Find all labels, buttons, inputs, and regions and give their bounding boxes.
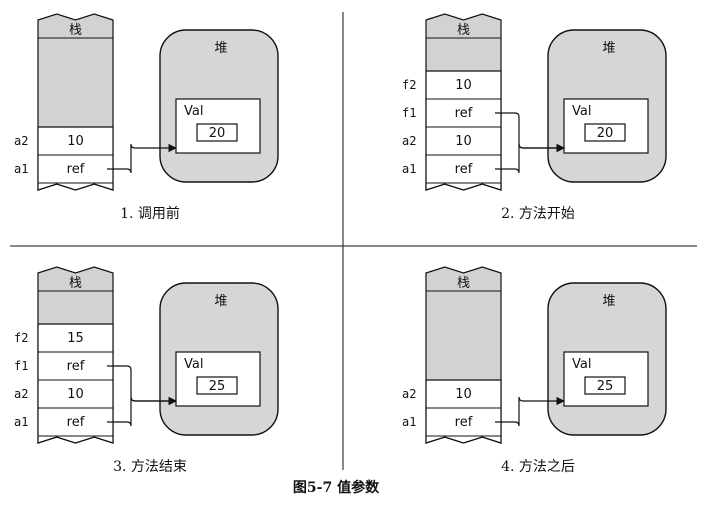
object-label: Val xyxy=(184,357,203,372)
stack-var-value: 10 xyxy=(455,78,472,93)
stack-var-name: a2 xyxy=(402,387,416,401)
stack-var-value: 10 xyxy=(455,387,472,402)
panel-2: 栈 f2 10 f1 ref a2 10 a1 ref 堆 Val 20 2. 方法开始 xyxy=(402,13,667,222)
stack-var-value: ref xyxy=(67,162,85,177)
stack-title: 栈 xyxy=(69,276,82,291)
stack-var-name: f1 xyxy=(402,106,416,120)
stack-var-value: 15 xyxy=(67,331,84,346)
stack-var-value: ref xyxy=(455,162,473,177)
object-value: 20 xyxy=(597,126,614,141)
panel-caption: 1. 调用前 xyxy=(120,205,180,222)
panel-4: 栈 a2 10 a1 ref 堆 Val 25 4. 方法之后 xyxy=(402,266,667,475)
stack-var-value: ref xyxy=(455,106,473,121)
object-value-box xyxy=(584,123,626,142)
object-label: Val xyxy=(572,104,591,119)
stack-var-name: f2 xyxy=(402,78,416,92)
stack-var-value: 10 xyxy=(67,134,84,149)
object-label: Val xyxy=(572,357,591,372)
stack-var-value: ref xyxy=(67,359,85,374)
stack-cells xyxy=(425,379,502,444)
stack-cells xyxy=(425,70,502,191)
figure-caption: 图5-7 值参数 xyxy=(293,479,380,496)
object-value: 20 xyxy=(209,126,226,141)
stack-cells xyxy=(37,323,114,444)
object-value: 25 xyxy=(209,379,226,394)
stack-title: 栈 xyxy=(69,23,82,38)
stack-var-name: a1 xyxy=(402,162,416,176)
heap-title: 堆 xyxy=(602,294,615,309)
stack-var-name: a1 xyxy=(14,162,28,176)
ref-arrow xyxy=(495,396,565,427)
panel-3: 栈 f2 15 f1 ref a2 10 a1 ref 堆 Val 25 3. 方法结束 xyxy=(14,266,279,475)
stack-cells xyxy=(37,126,114,191)
panel-caption: 2. 方法开始 xyxy=(501,206,575,222)
heap-object xyxy=(175,351,261,407)
stack-var-name: f1 xyxy=(14,359,28,373)
stack-var-name: a1 xyxy=(402,415,416,429)
stack-title: 栈 xyxy=(457,276,470,291)
stack-var-name: a2 xyxy=(14,134,28,148)
stack-var-value: 10 xyxy=(67,387,84,402)
heap-title: 堆 xyxy=(602,41,615,56)
heap-object xyxy=(563,98,649,154)
stack-var-name: a2 xyxy=(14,387,28,401)
ref-arrow xyxy=(107,143,177,174)
stack-var-name: a2 xyxy=(402,134,416,148)
ref-arrow xyxy=(495,143,565,174)
stack-var-value: ref xyxy=(455,415,473,430)
stack-title: 栈 xyxy=(457,23,470,38)
ref-arrow xyxy=(107,396,177,427)
object-value-box xyxy=(196,376,238,395)
panel-1: 栈 a2 10 a1 ref 堆 Val 20 1. 调用前 xyxy=(14,13,279,222)
heap-title: 堆 xyxy=(214,41,227,56)
stack-var-value: 10 xyxy=(455,134,472,149)
panel-caption: 3. 方法结束 xyxy=(113,459,187,475)
object-label: Val xyxy=(184,104,203,119)
panel-caption: 4. 方法之后 xyxy=(501,459,575,475)
stack-var-value: ref xyxy=(67,415,85,430)
object-value-box xyxy=(584,376,626,395)
object-value-box xyxy=(196,123,238,142)
object-value: 25 xyxy=(597,379,614,394)
stack-var-name: f2 xyxy=(14,331,28,345)
stack-var-name: a1 xyxy=(14,415,28,429)
heap-title: 堆 xyxy=(214,294,227,309)
